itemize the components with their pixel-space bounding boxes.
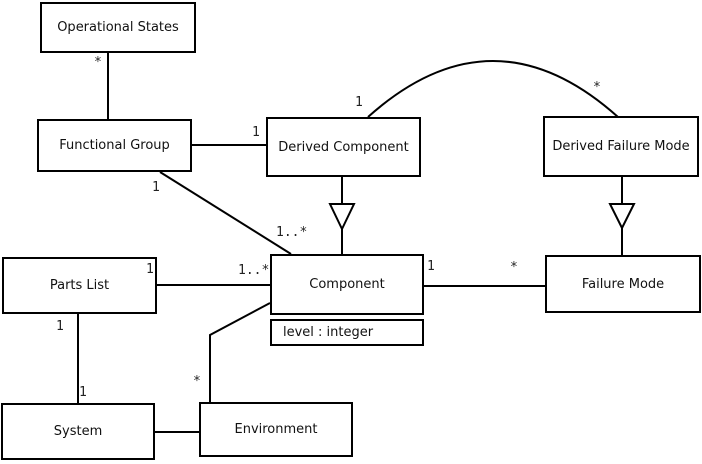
class-functional-group[interactable]: Functional Group [37, 119, 192, 172]
edge-derived-component-derived-failure-mode-arc [367, 60, 619, 118]
multiplicity-environment-component: * [193, 374, 201, 389]
edge-functional-group-component [159, 171, 292, 255]
class-component-attribute: level : integer [283, 325, 374, 340]
multiplicity-component-source: 1 [427, 259, 435, 274]
class-component[interactable]: Component [270, 254, 424, 315]
multiplicity-operational-states: * [94, 55, 102, 70]
multiplicity-derived-component-association: 1 [252, 125, 260, 140]
multiplicity-parts-list-system-source: 1 [56, 319, 64, 334]
class-derived-component-label: Derived Component [278, 139, 409, 155]
class-environment[interactable]: Environment [199, 402, 353, 457]
class-derived-failure-mode-label: Derived Failure Mode [552, 139, 690, 154]
class-failure-mode-label: Failure Mode [581, 276, 665, 292]
multiplicity-parts-list-system-target: 1 [79, 385, 87, 400]
class-parts-list-label: Parts List [49, 278, 110, 293]
multiplicity-failure-mode-target: * [510, 260, 518, 275]
generalization-triangle-icon [328, 203, 356, 232]
class-derived-component[interactable]: Derived Component [266, 117, 421, 177]
class-derived-failure-mode[interactable]: Derived Failure Mode [543, 116, 699, 177]
multiplicity-parts-list-source: 1 [146, 262, 154, 277]
class-component-attribute-compartment[interactable]: level : integer [270, 319, 424, 346]
class-operational-states-label: Operational States [57, 20, 179, 35]
multiplicity-functional-group-component-target: 1..* [276, 225, 308, 240]
edge-environment-component [209, 302, 271, 402]
class-operational-states[interactable]: Operational States [40, 2, 196, 53]
class-system[interactable]: System [1, 403, 155, 460]
generalization-triangle-icon [608, 203, 636, 231]
multiplicity-functional-group-source: 1 [152, 180, 160, 195]
class-system-label: System [53, 424, 103, 439]
class-parts-list[interactable]: Parts List [2, 257, 157, 314]
class-failure-mode[interactable]: Failure Mode [545, 255, 701, 313]
class-component-label: Component [309, 277, 385, 292]
class-functional-group-label: Functional Group [59, 138, 170, 153]
multiplicity-arc-derived-component-end: 1 [355, 95, 363, 110]
multiplicity-parts-list-component-target: 1..* [238, 263, 270, 278]
class-environment-label: Environment [234, 422, 318, 437]
multiplicity-arc-derived-failure-mode-end: * [593, 80, 601, 95]
